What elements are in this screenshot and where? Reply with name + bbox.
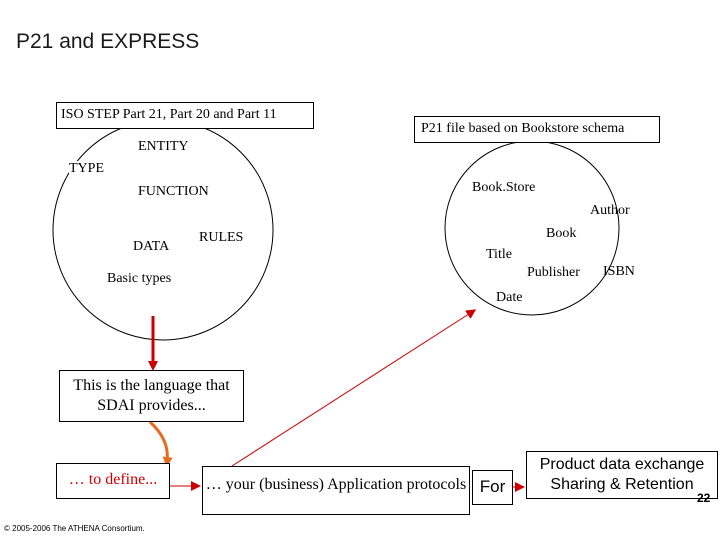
define-text: … to define... [68, 471, 158, 488]
page-number: 22 [697, 491, 711, 505]
label-basic-types: Basic types [107, 271, 172, 286]
footer-copyright: © 2005-2006 The ATHENA Consortium. [4, 524, 145, 533]
arrow-language-to-define [148, 420, 173, 467]
label-date: Date [496, 290, 523, 305]
for-box: For [472, 470, 513, 505]
label-type: TYPE [69, 161, 104, 177]
application-box: … your (business) Application protocols [202, 466, 470, 515]
left-header-text: ISO STEP Part 21, Part 20 and Part 11 [61, 107, 277, 122]
left-header-box: ISO STEP Part 21, Part 20 and Part 11 [56, 102, 314, 129]
product-text: Product data exchange Sharing & Retentio… [539, 456, 705, 493]
define-box: … to define... [56, 463, 170, 499]
label-author: Author [590, 203, 630, 218]
language-text: This is the language that SDAI provides.… [73, 377, 230, 414]
label-function: FUNCTION [138, 184, 209, 199]
product-box: Product data exchange Sharing & Retentio… [526, 451, 718, 499]
right-header-box: P21 file based on Bookstore schema [414, 116, 660, 143]
language-box: This is the language that SDAI provides.… [59, 370, 244, 422]
label-title: Title [486, 247, 512, 262]
label-isbn: ISBN [603, 264, 635, 279]
label-rules: RULES [199, 230, 244, 245]
label-book: Book [546, 226, 577, 241]
right-circle [444, 140, 620, 316]
label-bookstore: Book.Store [472, 180, 536, 195]
label-entity: ENTITY [138, 139, 189, 154]
label-data: DATA [133, 239, 170, 254]
for-text: For [479, 477, 506, 496]
label-publisher: Publisher [527, 265, 580, 280]
right-header-text: P21 file based on Bookstore schema [421, 121, 625, 136]
application-text: … your (business) Application protocols [205, 476, 467, 493]
arrow-to-right-circle [231, 309, 477, 467]
slide-title: P21 and EXPRESS [16, 30, 200, 53]
